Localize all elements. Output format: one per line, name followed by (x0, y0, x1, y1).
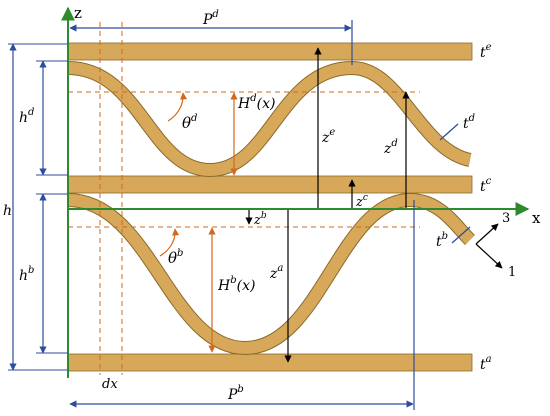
label-z-e: ze (321, 127, 335, 146)
label-z-axis: z (74, 4, 82, 22)
dim-t-b (451, 226, 471, 244)
label-z-d: zd (383, 138, 398, 157)
label-z-b: zb (253, 211, 267, 228)
label-axis-1: 1 (508, 265, 516, 280)
label-t-c: tc (480, 176, 492, 195)
label-t-a: ta (480, 354, 492, 373)
label-dx: dx (102, 377, 118, 392)
label-z-c: zc (355, 193, 368, 210)
label-z-a: za (269, 263, 283, 282)
label-P-d: Pd (202, 9, 219, 28)
label-t-b: tb (436, 231, 448, 250)
label-h-d: hd (19, 107, 34, 126)
label-axis-3: 3 (502, 211, 510, 226)
label-x-axis: x (532, 209, 541, 227)
core-b (67, 193, 475, 355)
core-b-outline (67, 192, 476, 356)
dim-t-d (439, 123, 459, 141)
label-t-d: td (463, 113, 475, 132)
face-sheet-e (67, 42, 473, 61)
face-sheet-c (67, 175, 473, 194)
label-t-e: te (480, 42, 492, 61)
core-d (67, 61, 472, 177)
label-theta-b: θb (168, 248, 183, 267)
face-sheet-a (67, 353, 473, 372)
theta-b-arc (159, 228, 180, 257)
label-H-b: Hb(x) (217, 275, 255, 294)
label-H-d: Hd(x) (237, 93, 275, 112)
label-h-b: hb (19, 265, 34, 284)
label-theta-d: θd (182, 113, 197, 132)
label-P-b: Pb (227, 384, 244, 403)
theta-d-arc (167, 92, 188, 122)
label-h: h (3, 203, 12, 219)
axis-1-arrow (475, 243, 503, 269)
axis-3-arrow (475, 223, 499, 245)
